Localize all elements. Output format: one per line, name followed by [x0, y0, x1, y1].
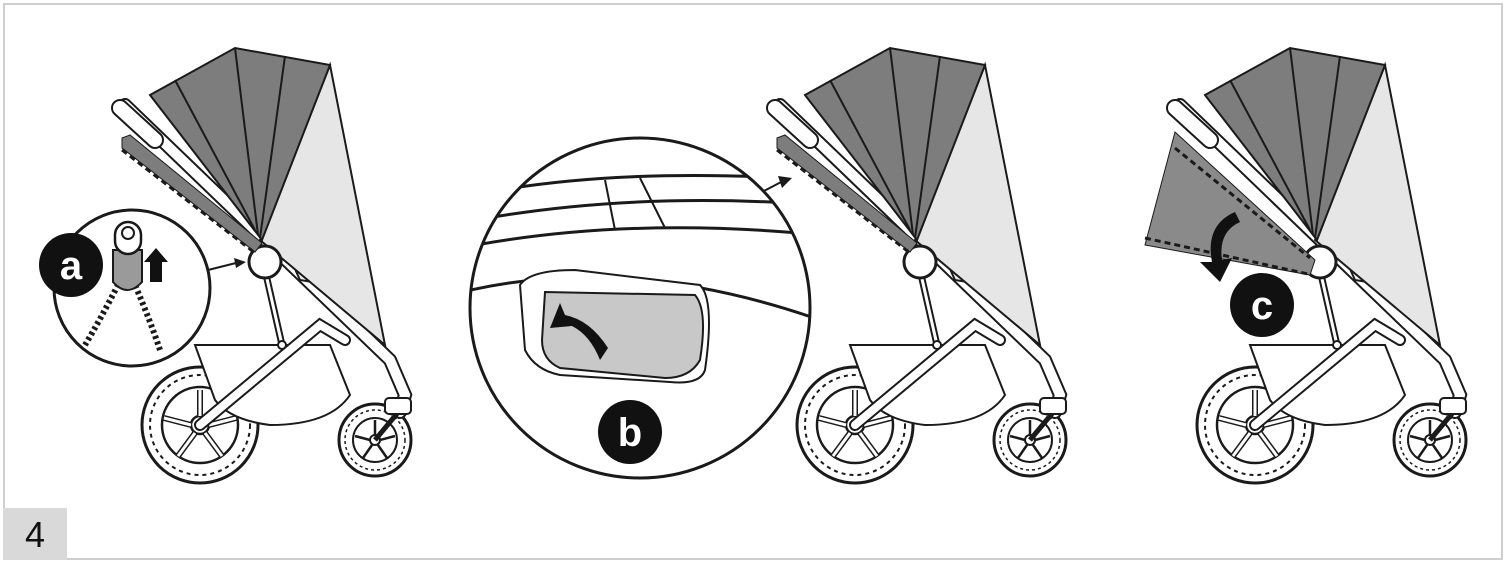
stroller-panel-1 [120, 48, 411, 483]
callout-badge-a: a [39, 233, 103, 297]
stroller-panel-3 [1144, 48, 1466, 483]
arrow-up-icon [144, 248, 168, 282]
curved-arrow-down-icon [1200, 212, 1240, 282]
step-number-box: 4 [3, 508, 67, 560]
detail-zoom-b [468, 136, 812, 480]
curved-arrow-icon [550, 303, 608, 360]
callout-badge-c: c [1230, 273, 1294, 337]
diagram-frame [3, 3, 1503, 560]
callout-label-b: b [618, 411, 642, 455]
stroller-panel-2 [775, 48, 1066, 483]
step-number: 4 [24, 514, 46, 555]
callout-badge-b: b [598, 400, 662, 464]
callout-label-a: a [60, 244, 83, 288]
unfolded-panel [1144, 131, 1316, 276]
callout-label-c: c [1251, 284, 1273, 328]
